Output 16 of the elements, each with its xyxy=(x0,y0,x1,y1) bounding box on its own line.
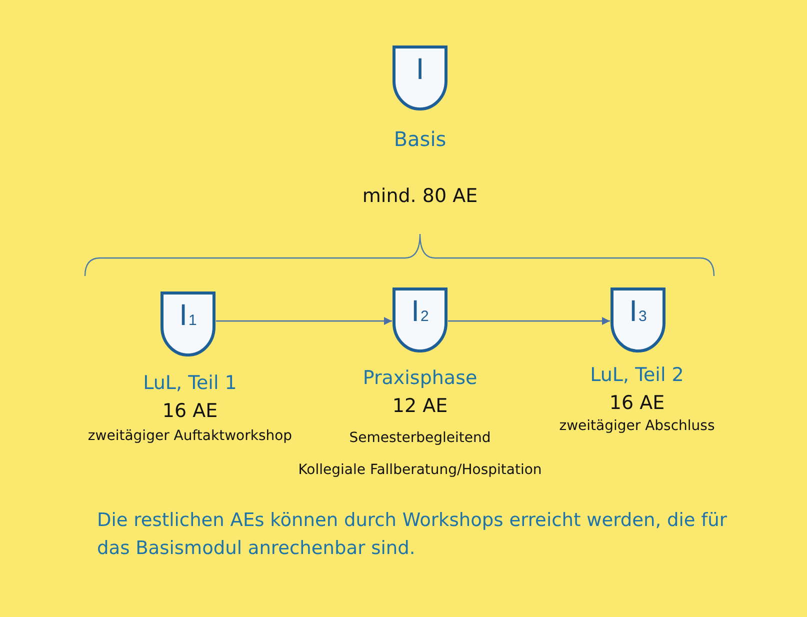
module-title: Basis xyxy=(394,127,446,151)
description-text: zweitägiger Abschluss xyxy=(559,418,715,435)
module-title: LuL, Teil 1 xyxy=(143,372,237,395)
module-title: Praxisphase xyxy=(362,367,478,390)
description-text: Semesterbegleitend xyxy=(349,430,491,447)
hours-label: 12 AE xyxy=(392,395,448,418)
hours-label: 16 AE xyxy=(609,392,665,415)
arrow xyxy=(448,317,610,325)
module-title: LuL, Teil 2 xyxy=(590,364,684,387)
total-hours-label: mind. 80 AE xyxy=(362,185,478,208)
module-number: I xyxy=(416,53,424,87)
arrow xyxy=(216,317,392,325)
note-text: Die restlichen AEs können durch Workshops erreicht werden, die für das Basismodul anrechenbar sind. xyxy=(97,509,728,561)
hours-label: 16 AE xyxy=(162,400,218,423)
description-text: Kollegiale Fallberatung/Hospitation xyxy=(298,462,542,479)
description-text: zweitägiger Auftaktworkshop xyxy=(88,428,292,445)
